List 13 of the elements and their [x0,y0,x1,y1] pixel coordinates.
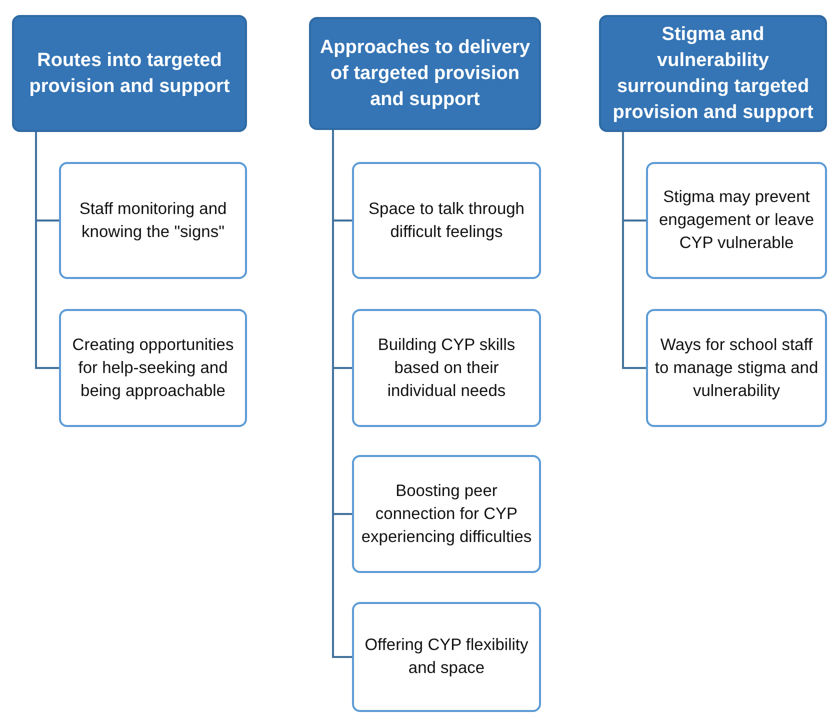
item-box: Creating opportunities for help-seeking and being approachable [59,309,247,427]
header-box: Stigma and vulnerability surrounding targeted provision and support [599,15,827,132]
item-box: Space to talk through difficult feelings [352,162,541,279]
connector-line [35,132,59,369]
header-box: Routes into targeted provision and support [12,15,247,132]
item-box: Building CYP skills based on their individual needs [352,309,541,427]
connector-line [622,132,646,369]
header-box: Approaches to delivery of targeted provision and support [309,17,541,130]
item-box: Boosting peer connection for CYP experiencing difficulties [352,455,541,573]
item-box: Stigma may prevent engagement or leave CYP vulnerable [646,162,827,279]
item-box: Staff monitoring and knowing the "signs" [59,162,247,279]
item-box: Ways for school staff to manage stigma and vulnerability [646,309,827,427]
item-box: Offering CYP flexibility and space [352,602,541,712]
